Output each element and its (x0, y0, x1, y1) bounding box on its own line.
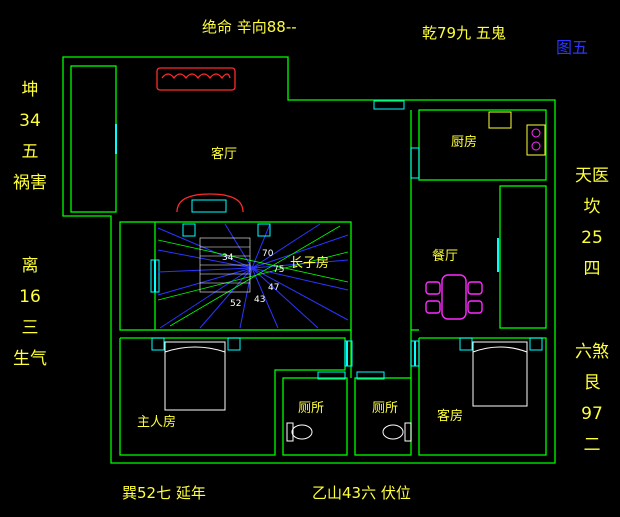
toilet-fixtures (286, 422, 412, 442)
compass-label: 47 (268, 283, 280, 293)
guest-room-wall (418, 337, 547, 456)
compass-label: 52 (230, 299, 242, 309)
room-master: 主人房 (137, 415, 177, 430)
bottom-left-label: 巽52七 延年 (122, 484, 206, 502)
chair (176, 193, 244, 213)
top-left-label: 绝命 辛向88-- (202, 18, 297, 36)
sofa (156, 67, 236, 91)
left-upper-line-2: 34 (19, 111, 41, 131)
room-guest: 客房 (437, 409, 464, 424)
compass-label: 34 (222, 253, 234, 263)
left-lower-line-4: 生气 (13, 349, 47, 369)
compass-label: 75 (273, 265, 285, 275)
toilet2-wall (354, 377, 412, 456)
compass-label: 43 (254, 295, 266, 305)
right-lower-line-1: 六煞 (575, 342, 609, 362)
room-kitchen: 厨房 (451, 135, 478, 150)
right-lower-line-4: 二 (583, 435, 601, 455)
room-toilet-1: 厕所 (298, 401, 325, 416)
master-bed (164, 341, 226, 411)
stove (526, 124, 546, 156)
outer-wall (62, 56, 556, 464)
room-living: 客厅 (211, 147, 238, 162)
dining-set (425, 274, 483, 320)
master-bedroom-wall (119, 337, 346, 456)
room-eldest-son: 长子房 (290, 256, 330, 271)
stairs (199, 237, 251, 293)
right-upper-line-4: 四 (583, 259, 601, 279)
toilet1-wall (282, 377, 348, 456)
right-side-upper: 天医 坎 25 四 (568, 168, 616, 292)
right-side-lower: 六煞 艮 97 二 (568, 344, 616, 468)
top-right-label: 乾79九 五鬼 (422, 24, 506, 42)
compass-lines (157, 223, 349, 329)
room-dining: 餐厅 (432, 249, 459, 264)
right-upper-line-3: 25 (581, 228, 603, 248)
compass-label: 70 (262, 249, 274, 259)
room-toilet-2: 厕所 (372, 401, 399, 416)
stair-room-wall (119, 221, 352, 331)
left-upper-line-3: 五 (21, 142, 39, 162)
right-upper-line-2: 坎 (583, 197, 601, 217)
figure-label: 图五 (556, 38, 589, 57)
right-column-wall (499, 185, 547, 329)
left-upper-line-1: 坤 (21, 80, 39, 100)
right-upper-line-1: 天医 (575, 166, 609, 186)
kitchen-wall (418, 109, 547, 181)
left-lower-line-2: 16 (19, 287, 41, 307)
sink (488, 111, 512, 129)
guest-bed (472, 341, 528, 407)
left-lower-line-3: 三 (21, 318, 39, 338)
bottom-right-label: 乙山43六 伏位 (312, 484, 411, 502)
left-column-wall (70, 65, 117, 213)
right-lower-line-2: 艮 (583, 373, 601, 393)
left-upper-line-4: 祸害 (13, 173, 47, 193)
right-lower-line-3: 97 (581, 404, 603, 424)
left-side-lower: 离 16 三 生气 (8, 258, 52, 382)
left-lower-line-1: 离 (21, 256, 39, 276)
left-side-upper: 坤 34 五 祸害 (8, 82, 52, 206)
